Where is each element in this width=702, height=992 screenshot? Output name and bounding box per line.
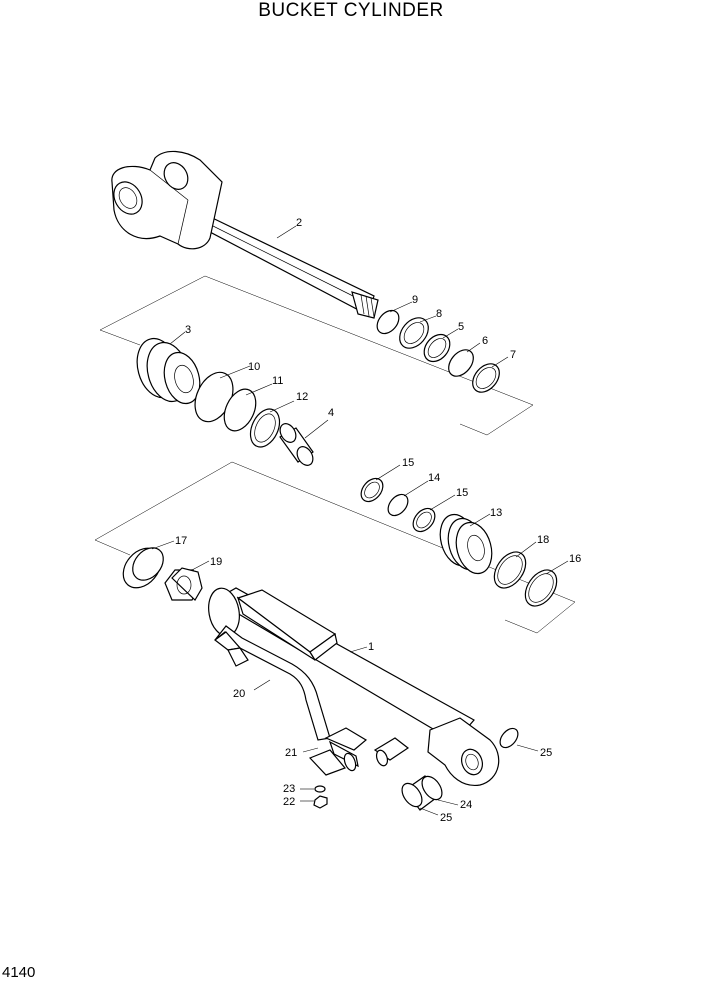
callout-23: 23 <box>283 783 295 795</box>
callout-2: 2 <box>296 217 302 229</box>
part-ring-16 <box>524 569 558 607</box>
part-rod <box>111 150 379 319</box>
callout-24: 24 <box>460 799 472 811</box>
exploded-parts-diagram: 2 3 10 11 12 4 9 8 5 6 7 15 14 15 13 18 … <box>94 150 581 824</box>
part-seal-9 <box>376 309 400 335</box>
callout-18: 18 <box>537 534 549 546</box>
callout-5: 5 <box>458 321 464 333</box>
part-backup-ring-12 <box>249 408 281 448</box>
part-piston <box>439 513 493 575</box>
lower-assembly-frame <box>94 461 576 634</box>
part-seal-14 <box>387 493 409 517</box>
part-tube <box>208 587 500 787</box>
callout-10: 10 <box>248 361 260 373</box>
part-gland <box>136 337 201 405</box>
callout-17: 17 <box>175 535 187 547</box>
part-ring-18 <box>493 551 527 589</box>
part-ring-25 <box>499 727 519 749</box>
part-ring-15-b <box>412 507 436 533</box>
callout-12: 12 <box>296 391 308 403</box>
callout-25-b: 25 <box>440 812 452 824</box>
callout-labels: 2 3 10 11 12 4 9 8 5 6 7 15 14 15 13 18 … <box>175 217 581 824</box>
part-o-ring-11 <box>223 388 257 432</box>
callout-15-b: 15 <box>456 487 468 499</box>
part-ring-17 <box>122 547 164 589</box>
part-seal-5 <box>423 333 451 363</box>
part-pin-24 <box>401 775 443 811</box>
callout-14: 14 <box>428 472 440 484</box>
part-seal-6 <box>448 349 474 377</box>
part-clamp-21 <box>308 727 368 776</box>
callout-7: 7 <box>510 349 516 361</box>
part-pipe <box>213 625 331 741</box>
part-seal-7 <box>472 363 500 393</box>
page-title: BUCKET CYLINDER <box>258 0 444 21</box>
part-nut-22 <box>313 795 328 809</box>
callout-21: 21 <box>285 747 297 759</box>
leader-lines <box>151 225 569 816</box>
callout-22: 22 <box>283 796 295 808</box>
upper-assembly-frame <box>99 275 534 436</box>
callout-4: 4 <box>328 407 334 419</box>
page-number: 4140 <box>2 964 36 981</box>
callout-1: 1 <box>368 641 374 653</box>
callout-15-a: 15 <box>402 457 414 469</box>
callout-25-a: 25 <box>540 747 552 759</box>
callout-11: 11 <box>272 375 283 387</box>
part-ring-15-a <box>360 477 384 503</box>
part-fitting <box>373 737 410 767</box>
part-bushing <box>279 423 314 466</box>
callout-6: 6 <box>482 335 488 347</box>
callout-8: 8 <box>436 308 442 320</box>
callout-3: 3 <box>185 324 191 336</box>
callout-9: 9 <box>412 294 418 306</box>
callout-16: 16 <box>569 553 581 565</box>
callout-19: 19 <box>210 556 222 568</box>
part-washer-23 <box>314 785 326 793</box>
callout-20: 20 <box>233 688 245 700</box>
part-nut-19 <box>164 567 203 601</box>
callout-13: 13 <box>490 507 502 519</box>
